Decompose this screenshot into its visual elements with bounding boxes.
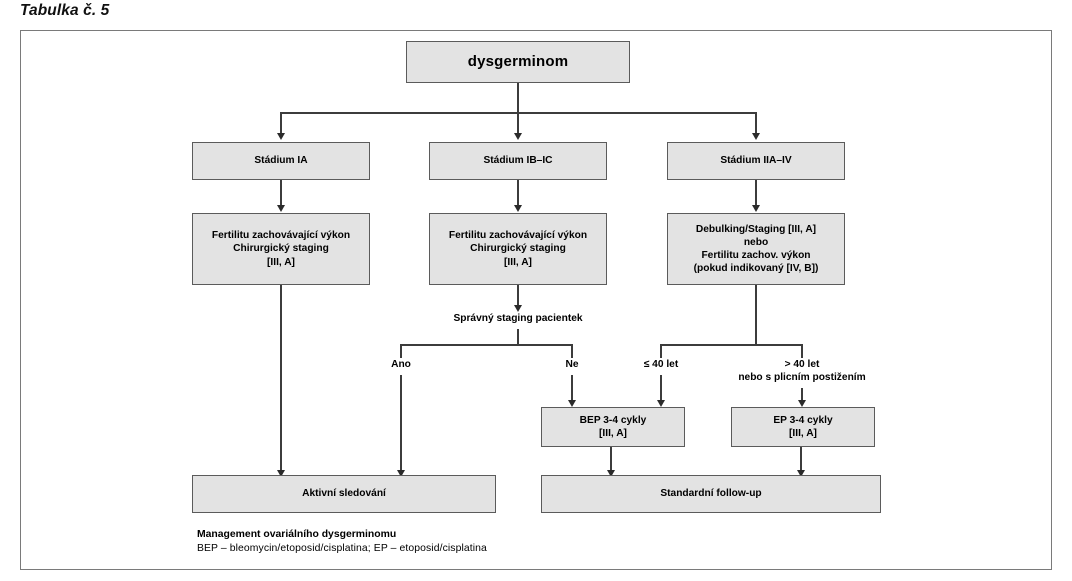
node-treatment-ia-line3: [III, A] — [267, 256, 295, 268]
connector-ia-to-treatment — [280, 180, 282, 206]
node-treatment-ibic-line3: [III, A] — [504, 256, 532, 268]
figure-title: Tabulka č. 5 — [20, 2, 110, 19]
footnote-heading: Management ovariálního dysgerminomu — [197, 529, 397, 540]
arrow-to-bep — [568, 400, 576, 407]
node-treatment-ia[interactable]: Fertilitu zachovávající výkon Chirurgick… — [192, 213, 370, 285]
connector-under40-to-bep — [660, 375, 662, 403]
node-treatment-ia-line2: Chirurgický staging — [233, 243, 329, 255]
arrow-to-treatment-mid — [514, 205, 522, 212]
arrow-to-treatment-left — [277, 205, 285, 212]
node-standardni-followup-label: Standardní follow-up — [660, 488, 762, 500]
connector-decision-ne-drop — [571, 344, 573, 358]
connector-bep-to-followup — [610, 447, 612, 473]
node-stage-ia[interactable]: Stádium IA — [192, 142, 370, 180]
node-treatment-ibic[interactable]: Fertilitu zachovávající výkon Chirurgick… — [429, 213, 607, 285]
branch-label-over-40-line2: nebo s plicním postižením — [738, 372, 866, 383]
node-stage-iiaiv[interactable]: Stádium IIA–IV — [667, 142, 845, 180]
node-aktivni-sledovani-label: Aktivní sledování — [302, 488, 386, 500]
connector-stage-left-drop — [280, 112, 282, 134]
arrow-over40-to-ep — [798, 400, 806, 407]
connector-over40-to-ep — [801, 388, 803, 403]
arrow-to-aktivni-sledovani-left — [277, 470, 285, 477]
arrow-bep-to-followup — [607, 470, 615, 477]
node-ep-line2: [III, A] — [789, 428, 817, 439]
connector-ano-to-outcome — [400, 375, 402, 473]
connector-age-bus — [660, 344, 803, 346]
connector-age-under40-drop — [660, 344, 662, 358]
branch-label-ano: Ano — [391, 358, 411, 371]
connector-treatment-iiaiv-stem — [755, 285, 757, 345]
arrow-to-decision — [514, 305, 522, 312]
arrow-ep-to-followup — [797, 470, 805, 477]
arrow-to-aktivni-sledovani-right — [397, 470, 405, 477]
node-stage-ia-label: Stádium IA — [254, 155, 308, 167]
node-treatment-ia-line1: Fertilitu zachovávající výkon — [211, 230, 351, 242]
node-treatment-iiaiv[interactable]: Debulking/Staging [III, A] nebo Fertilit… — [667, 213, 845, 285]
node-treatment-ibic-line2: Chirurgický staging — [470, 243, 566, 255]
node-stage-ibic-label: Stádium IB–IC — [483, 155, 553, 167]
arrow-to-stage-ia — [277, 133, 285, 140]
connector-stage-right-drop — [755, 112, 757, 134]
branch-label-ne: Ne — [565, 358, 578, 371]
connector-decision-ano-drop — [400, 344, 402, 358]
node-bep[interactable]: BEP 3-4 cykly [III, A] — [541, 407, 685, 447]
footnote-legend: BEP – bleomycin/etoposid/cisplatina; EP … — [197, 543, 487, 554]
branch-label-under-40: ≤ 40 let — [644, 358, 678, 371]
node-standardni-followup[interactable]: Standardní follow-up — [541, 475, 881, 513]
branch-label-over-40: > 40 let nebo s plicním postižením — [738, 358, 865, 384]
node-treatment-iiaiv-line2: nebo — [743, 236, 769, 248]
node-treatment-iiaiv-line4: (pokud indikovaný [IV, B]) — [693, 263, 819, 275]
node-treatment-ibic-line1: Fertilitu zachovávající výkon — [448, 230, 588, 242]
node-treatment-iiaiv-line1: Debulking/Staging [III, A] — [695, 223, 817, 235]
connector-age-over40-drop — [801, 344, 803, 358]
figure-frame — [20, 30, 1052, 570]
connector-iiaiv-to-treatment — [755, 180, 757, 206]
connector-stage-mid-drop — [517, 112, 519, 134]
node-stage-iiaiv-label: Stádium IIA–IV — [720, 155, 792, 167]
connector-ibic-to-treatment — [517, 180, 519, 206]
branch-label-over-40-line1: > 40 let — [784, 359, 820, 370]
figure-footnote: Management ovariálního dysgerminomu BEP … — [197, 528, 757, 556]
connector-treatment-ibic-to-decision — [517, 285, 519, 308]
node-stage-ibic[interactable]: Stádium IB–IC — [429, 142, 607, 180]
node-ep[interactable]: EP 3-4 cykly [III, A] — [731, 407, 875, 447]
node-dysgerminom[interactable]: dysgerminom — [406, 41, 630, 83]
connector-ep-to-followup — [800, 447, 802, 473]
arrow-under40-to-bep — [657, 400, 665, 407]
node-aktivni-sledovani[interactable]: Aktivní sledování — [192, 475, 496, 513]
branch-label-under-40-text: ≤ 40 let — [643, 359, 679, 370]
connector-decision-bus — [400, 344, 572, 346]
branch-label-ne-text: Ne — [565, 359, 579, 370]
arrow-to-stage-ibic — [514, 133, 522, 140]
connector-ne-to-bep — [571, 375, 573, 403]
decision-staging-label: Správný staging pacientek — [453, 312, 582, 325]
node-bep-line1: BEP 3-4 cykly — [579, 414, 647, 426]
decision-staging-text: Správný staging pacientek — [453, 313, 583, 324]
arrow-to-stage-iiaiv — [752, 133, 760, 140]
connector-root-stem — [517, 83, 519, 113]
node-treatment-iiaiv-line3: Fertilitu zachov. výkon — [701, 250, 811, 261]
connector-decision-stem — [517, 329, 519, 345]
node-dysgerminom-label: dysgerminom — [467, 53, 569, 71]
arrow-to-treatment-right — [752, 205, 760, 212]
connector-treatment-ia-to-outcome — [280, 285, 282, 473]
node-ep-line1: EP 3-4 cykly — [773, 414, 833, 426]
node-bep-line2: [III, A] — [599, 428, 627, 439]
branch-label-ano-text: Ano — [391, 359, 411, 370]
